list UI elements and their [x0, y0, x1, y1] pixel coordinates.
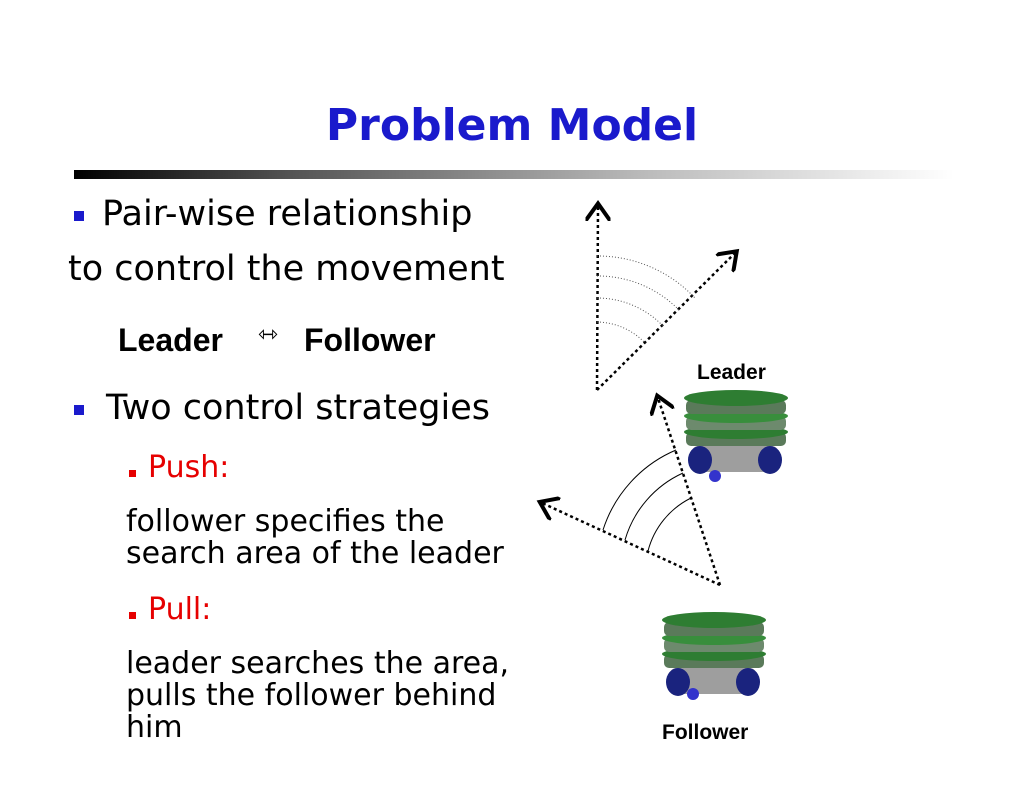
pull-desc-line-2: pulls the follower behind	[126, 678, 497, 713]
push-desc-line-2: search area of the leader	[126, 536, 504, 571]
bullet-1-line-1: Pair-wise relationship	[102, 194, 473, 234]
follower-robot-icon	[662, 612, 766, 700]
leader-search-cone	[597, 206, 735, 391]
bullet-1-line-2: to control the movement	[68, 249, 505, 289]
slide-title: Problem Model	[325, 100, 699, 151]
follower-search-cone	[542, 398, 722, 587]
pull-desc-line-3: him	[126, 710, 183, 745]
bullet-marker	[74, 211, 84, 221]
bullet-marker	[74, 405, 84, 415]
title-divider	[74, 170, 954, 179]
push-desc-line-1: follower specifies the	[126, 504, 445, 539]
relation-leader: Leader	[118, 322, 223, 358]
leader-label: Leader	[697, 361, 766, 384]
bullet-2: Two control strategies	[106, 388, 490, 428]
relation-follower: Follower	[304, 322, 436, 358]
follower-label: Follower	[662, 721, 749, 744]
pull-label: Pull:	[148, 592, 212, 627]
relation-arrow: ⇿	[258, 320, 279, 348]
push-label: Push:	[148, 450, 230, 485]
sub-bullet-marker	[129, 470, 136, 477]
pull-desc-line-1: leader searches the area,	[126, 646, 510, 681]
leader-robot-icon	[684, 390, 788, 482]
sub-bullet-marker	[129, 612, 136, 619]
